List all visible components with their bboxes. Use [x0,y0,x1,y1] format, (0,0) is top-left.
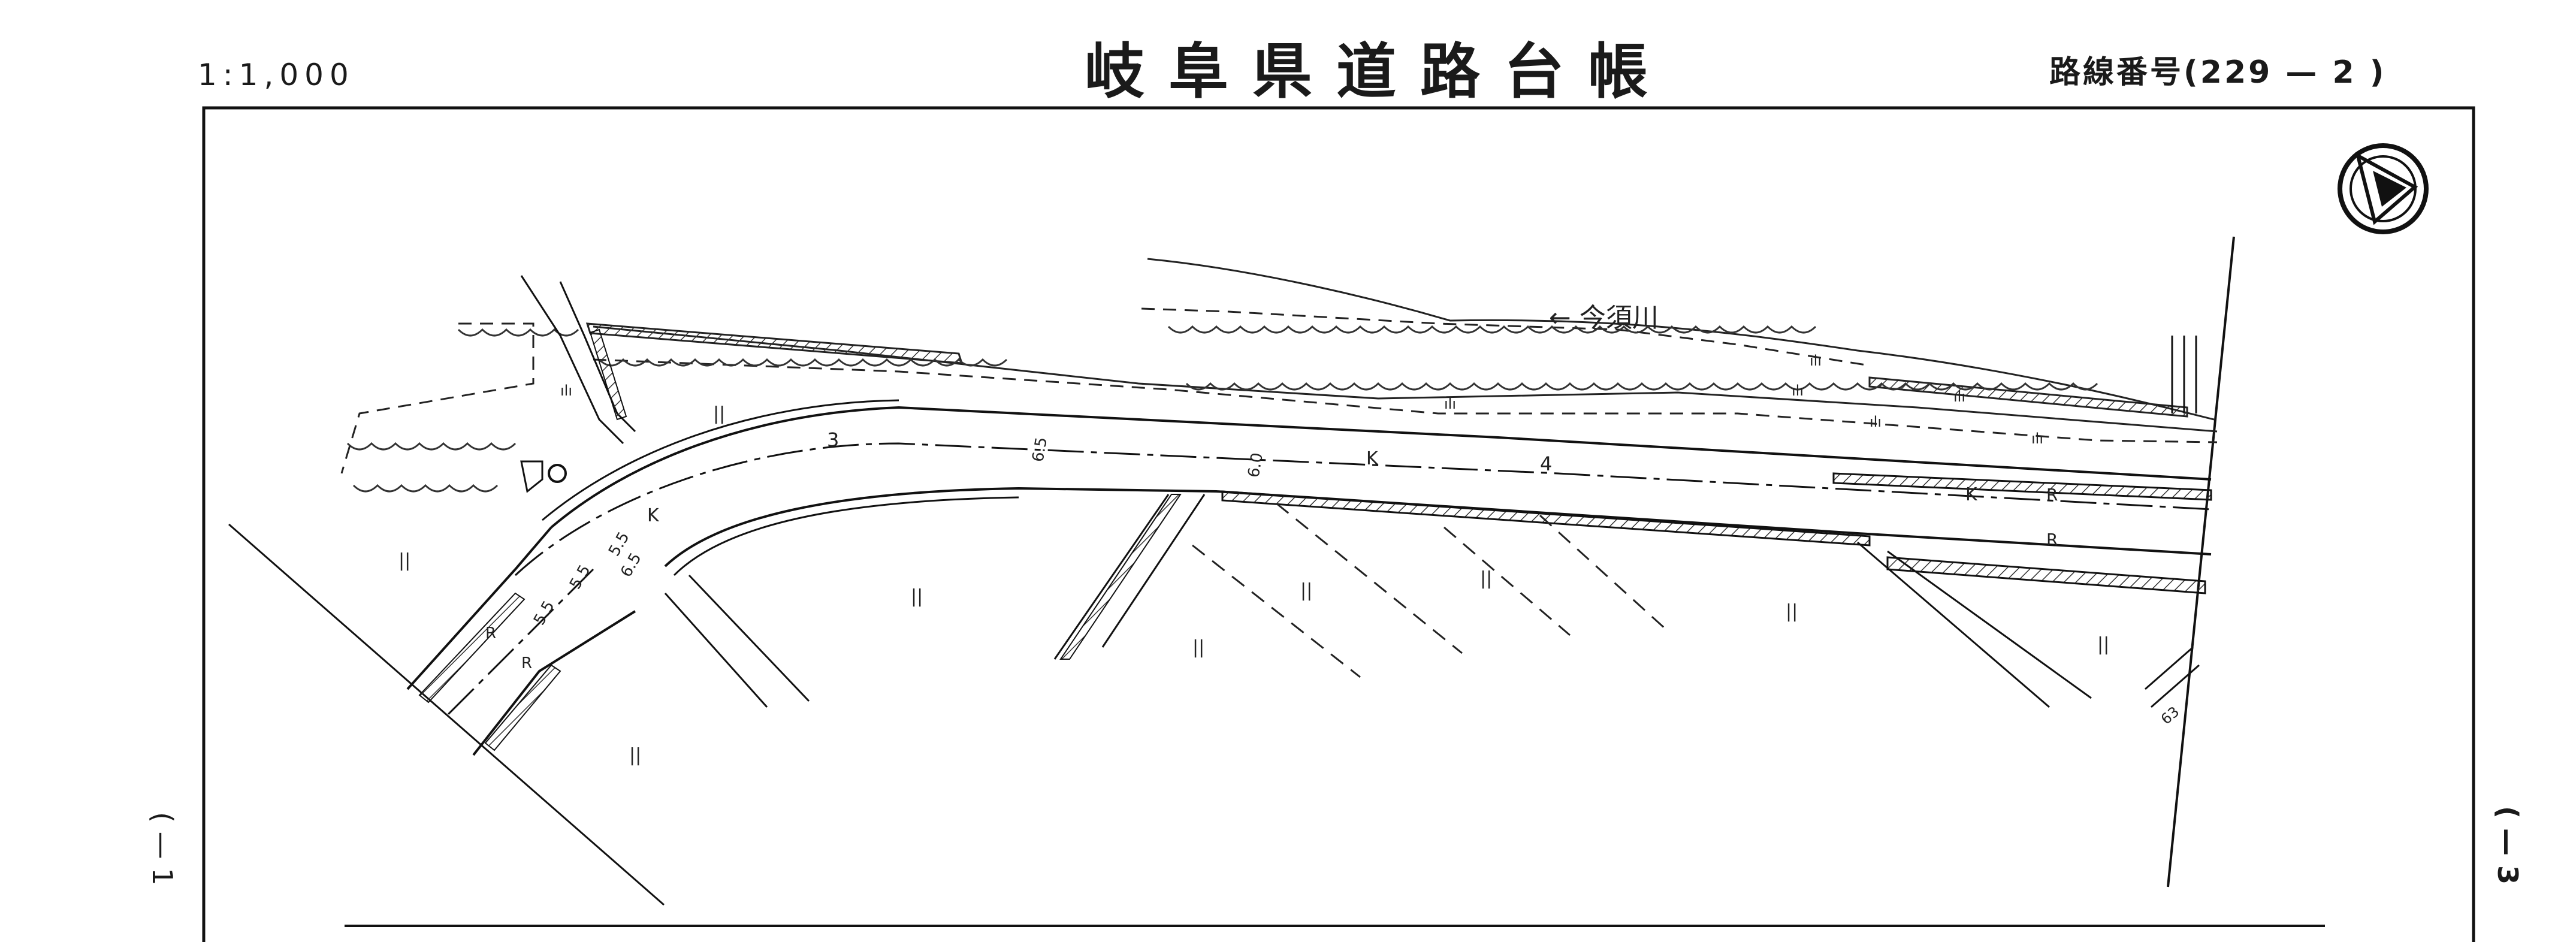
east-gate [2171,336,2197,413]
branch-road-wall [418,592,526,704]
river-label: ← 今須川 [1549,303,1659,333]
sheet-index-left: ( — 1 [146,812,179,886]
retaining-wall-right [1868,376,2188,418]
embankment-slope [346,325,2098,493]
parcel-lines [1192,502,1667,678]
width-label: 6.5 [1029,436,1051,463]
north-arrow-icon [2338,143,2429,234]
map-frame [202,106,2475,942]
boundary-line [228,523,665,906]
field-mark: ılı [1953,388,1965,405]
land-mark: || [713,403,725,424]
width-label: 5.5 [530,598,558,629]
side-road-1b [1101,494,1206,648]
land-mark: || [1480,568,1492,589]
stream-upper-left [520,275,624,445]
edge-code: R [2046,530,2058,550]
sheet-index-right: ( — 3 [2492,806,2524,885]
station-label: 3 [827,428,839,451]
page-title: 岐阜県道路台帳 [1085,37,1672,107]
field-mark: ılı [1444,395,1456,412]
field-mark: ılı [1792,382,1804,399]
slope-line-2 [688,574,810,702]
land-mark: || [1192,637,1204,658]
slope-line-4 [1887,550,2092,699]
structure-outline [520,460,543,493]
side-road-1 [1053,494,1170,660]
land-mark: || [629,745,641,766]
road-side-wall-south [1221,490,1871,547]
road-edge-south-inner [673,496,1019,576]
road-edge-south [664,487,2212,567]
branch-road-center [442,568,594,720]
upper-left-wall [589,328,627,421]
river-bank-top [1141,307,1870,367]
edge-code: K [1965,484,1978,505]
east-stream-2 [2151,664,2200,708]
edge-code: K [647,505,660,526]
branch-road-west-edge [406,526,552,690]
edge-code: R [2046,485,2058,505]
land-mark: || [1786,601,1798,622]
road-edge-north-inner [542,399,899,521]
river-bank-lower [593,325,2218,433]
retaining-wall [585,322,964,364]
field-mark: ılı [2031,430,2043,447]
edge-code: K [1366,448,1379,469]
field-mark: ılı [1810,352,1822,369]
branch-road-east-edge [472,610,636,756]
edge-code: R [521,654,532,672]
route-number: 路線番号(229 — 2 ) [2049,55,2387,90]
road-edge-north [550,406,2212,529]
land-mark: || [911,586,923,607]
land-mark: || [398,550,410,571]
edge-code: R [485,624,496,642]
slope-line-1 [664,592,768,708]
land-mark: || [2097,634,2109,655]
river-bank-lower-dashed [593,358,2218,443]
slope-line-3 [1857,541,2050,708]
width-label: 6.0 [1245,451,1267,479]
stream-upper-left-2 [559,281,636,433]
station-label: 4 [1540,452,1552,475]
road-side-wall-east-lower [1886,556,2206,594]
upper-left-parcel-dashed [340,322,534,474]
side-road-1-wall [1059,494,1182,660]
land-mark: || [1300,580,1312,601]
road-side-wall-east [1832,472,2212,501]
bridge-number: 63 [2158,704,2182,728]
manhole-icon [548,464,567,483]
east-stream [2145,646,2194,690]
field-mark: ılı [1870,413,1882,430]
river-edge-top [1147,258,2215,421]
width-label: 5.5 [566,562,594,593]
scale-label: 1:1,000 [198,58,355,92]
branch-road-wall-east [484,664,561,751]
sheet-match-line [2167,236,2235,887]
field-mark: ılı [560,382,572,399]
